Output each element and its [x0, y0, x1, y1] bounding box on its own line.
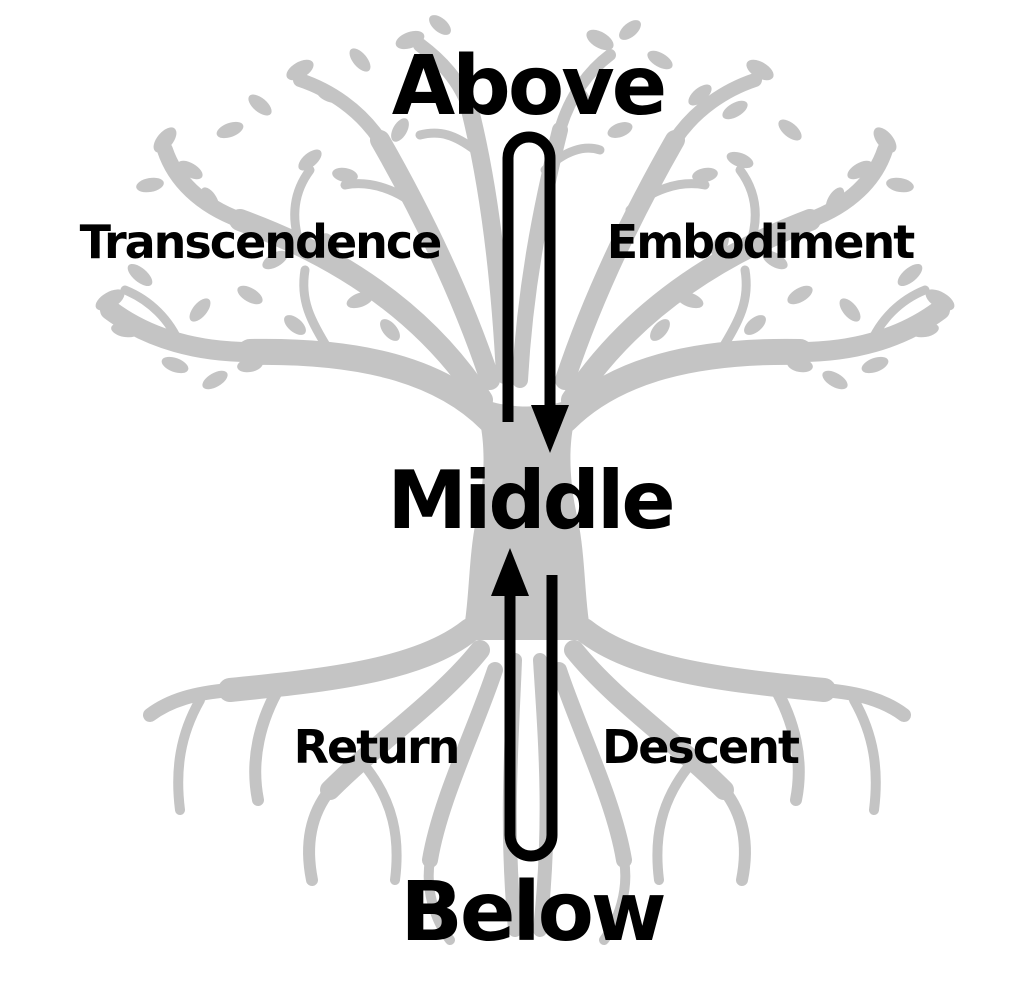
label-middle: Middle	[387, 454, 672, 547]
tree-roots	[143, 618, 911, 945]
tree-leaves	[95, 15, 955, 390]
label-below: Below	[400, 865, 664, 960]
label-embodiment: Embodiment	[607, 215, 914, 269]
label-descent: Descent	[602, 720, 799, 774]
lower-loop-path	[504, 575, 558, 862]
diagram-labels: Above Transcendence Embodiment Middle Re…	[80, 39, 917, 960]
tree-of-life-icon	[95, 15, 955, 945]
upper-loop-path	[502, 131, 556, 422]
label-return: Return	[294, 720, 459, 774]
label-above: Above	[392, 39, 665, 134]
cycle-arrows	[491, 131, 569, 862]
label-transcendence: Transcendence	[80, 215, 441, 269]
tree-trunk	[462, 390, 592, 640]
arrowhead-up-icon	[491, 548, 529, 596]
arrowhead-down-icon	[531, 405, 569, 453]
tree-branches	[100, 38, 950, 433]
